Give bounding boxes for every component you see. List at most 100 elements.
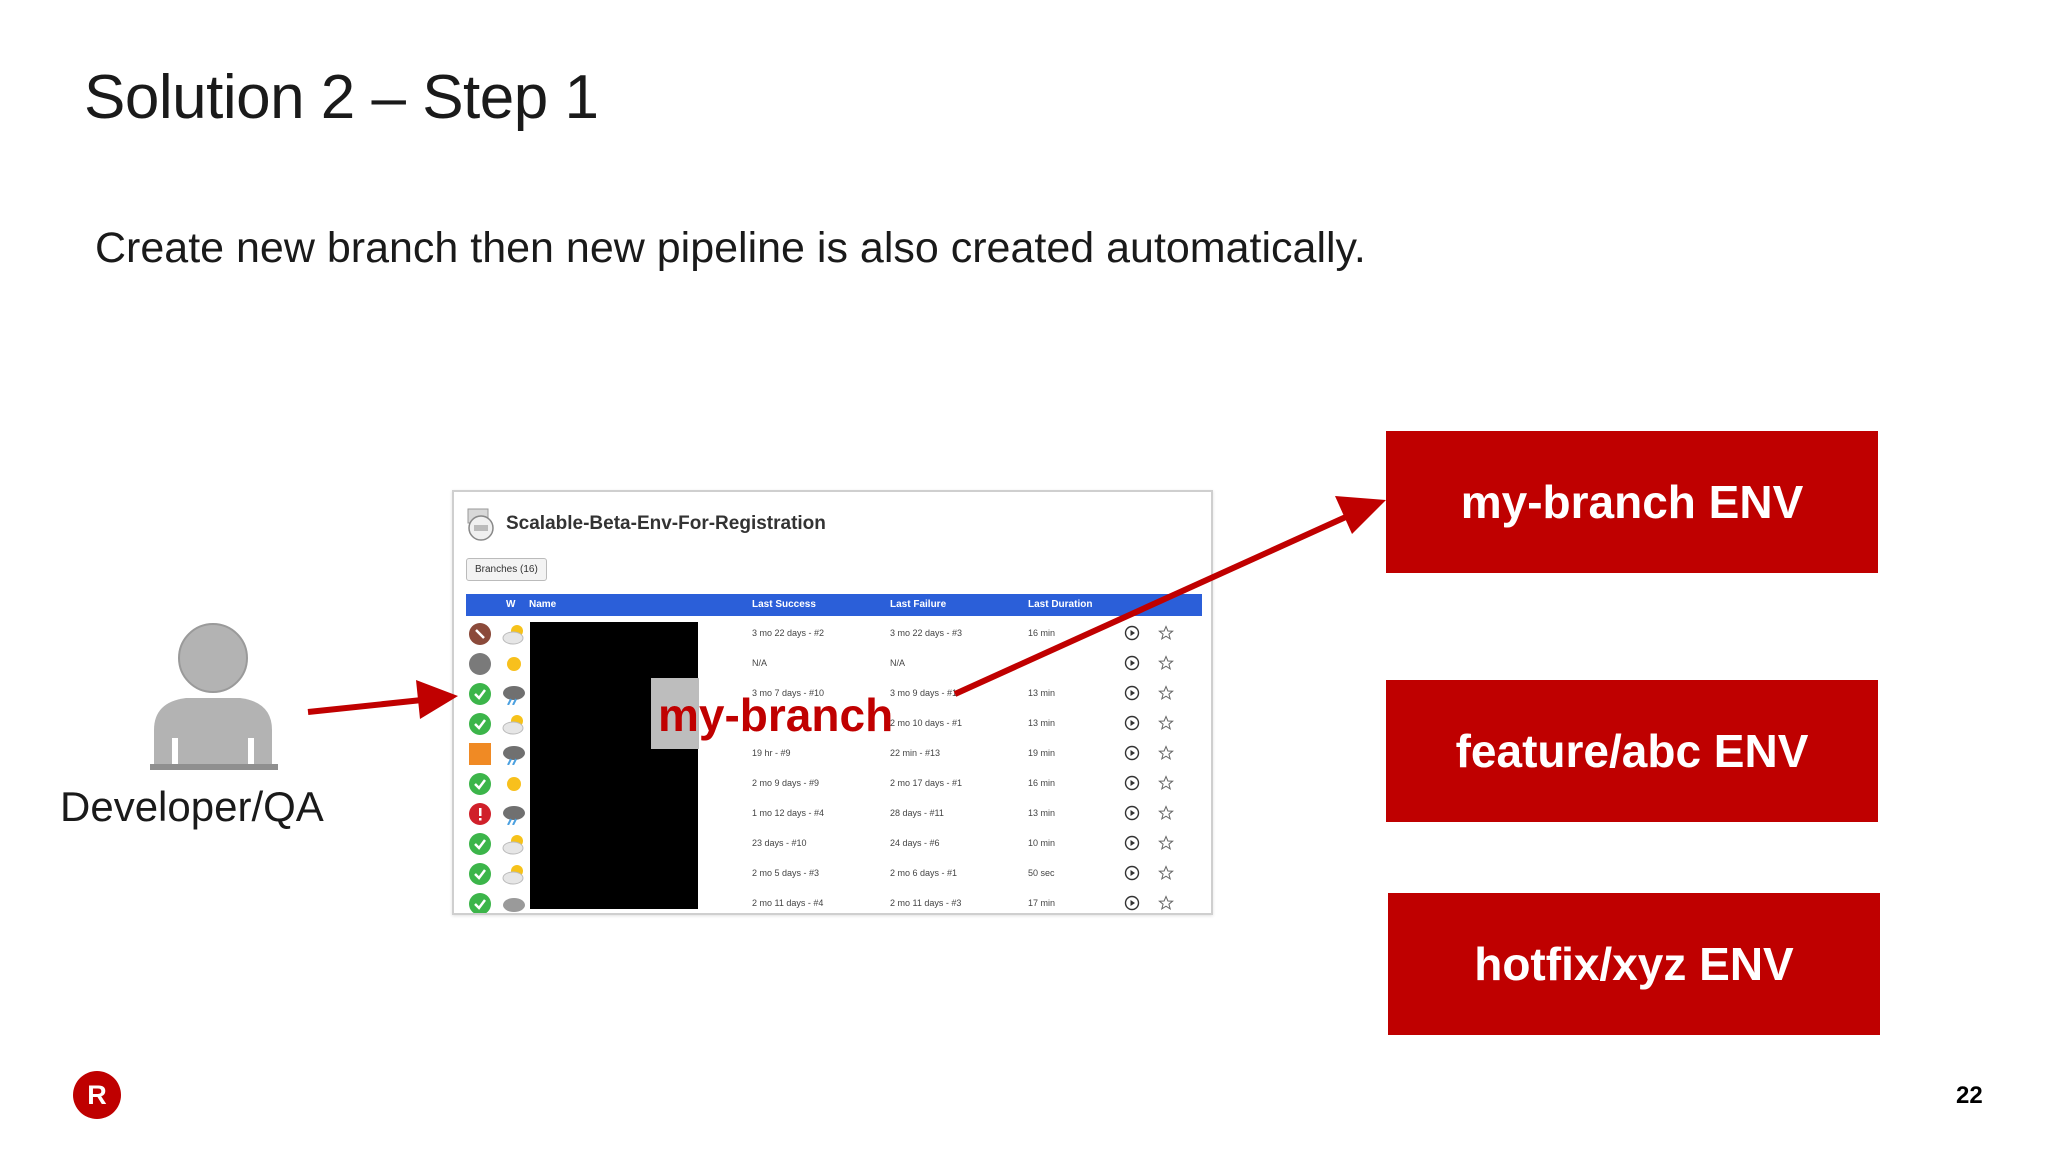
status-success-icon: [469, 683, 491, 705]
table-row[interactable]: 2 mo 9 days - #9 2 mo 17 days - #1 16 min: [466, 768, 1202, 798]
table-row[interactable]: 2 mo 10 days - #1 13 min: [466, 708, 1202, 738]
play-icon[interactable]: [1124, 715, 1140, 731]
play-icon[interactable]: [1124, 835, 1140, 851]
play-icon[interactable]: [1124, 745, 1140, 761]
weather-storm-icon: [503, 686, 525, 705]
play-icon[interactable]: [1124, 685, 1140, 701]
env-box-hotfix-xyz: hotfix/xyz ENV: [1388, 893, 1880, 1035]
status-success-icon: [469, 773, 491, 795]
last-success-cell[interactable]: 3 mo 22 days - #2: [752, 628, 825, 638]
col-last-success[interactable]: Last Success: [752, 599, 816, 610]
weather-partly-cloudy-icon: [502, 835, 524, 855]
last-duration-cell: 10 min: [1028, 838, 1056, 848]
table-row[interactable]: 19 hr - #9 22 min - #13 19 min: [466, 738, 1202, 768]
last-success-cell[interactable]: 3 mo 7 days - #10: [752, 688, 825, 698]
last-duration-cell: 16 min: [1028, 628, 1056, 638]
last-failure-cell[interactable]: 3 mo 9 days - #1: [890, 688, 958, 698]
last-success-cell[interactable]: 2 mo 5 days - #3: [752, 868, 820, 878]
play-icon[interactable]: [1124, 805, 1140, 821]
my-branch-label: my-branch: [658, 689, 894, 741]
play-icon[interactable]: [1124, 865, 1140, 881]
last-duration-cell: 50 sec: [1028, 868, 1055, 878]
star-icon[interactable]: [1158, 655, 1174, 671]
slide-title: Solution 2 – Step 1: [84, 63, 599, 132]
star-icon[interactable]: [1158, 715, 1174, 731]
last-failure-cell[interactable]: 2 mo 10 days - #1: [890, 718, 963, 728]
last-duration-cell: 13 min: [1028, 718, 1056, 728]
weather-partly-cloudy-icon: [502, 625, 524, 645]
status-success-icon: [469, 863, 491, 885]
col-name[interactable]: Name: [529, 599, 557, 610]
pipeline-header: Scalable-Beta-Env-For-Registration: [464, 506, 826, 542]
status-failure-icon: [469, 803, 491, 825]
weather-storm-icon: [503, 746, 525, 765]
star-icon[interactable]: [1158, 775, 1174, 791]
svg-text:R: R: [87, 1080, 107, 1110]
play-icon[interactable]: [1124, 775, 1140, 791]
star-icon[interactable]: [1158, 895, 1174, 911]
highlight-box: [651, 678, 699, 749]
last-failure-cell[interactable]: 2 mo 6 days - #1: [890, 868, 958, 878]
last-failure-cell[interactable]: 3 mo 22 days - #3: [890, 628, 963, 638]
status-disabled-icon: [469, 623, 491, 645]
last-success-cell[interactable]: 23 days - #10: [752, 838, 807, 848]
star-icon[interactable]: [1158, 685, 1174, 701]
actor-label: Developer/QA: [60, 783, 324, 830]
last-success-cell[interactable]: N/A: [752, 658, 768, 668]
branches-tab[interactable]: Branches (16): [466, 558, 547, 581]
last-failure-cell[interactable]: 28 days - #11: [890, 808, 944, 818]
star-icon[interactable]: [1158, 835, 1174, 851]
last-success-cell[interactable]: 2 mo 11 days - #4: [752, 898, 824, 908]
arrow-to-pipeline: [307, 697, 423, 715]
status-success-icon: [469, 713, 491, 735]
last-duration-cell: 13 min: [1028, 808, 1056, 818]
slide-subtitle: Create new branch then new pipeline is a…: [95, 224, 1366, 272]
last-duration-cell: 13 min: [1028, 688, 1056, 698]
weather-sunny-icon: [507, 777, 521, 791]
pipeline-icon: [467, 508, 494, 541]
play-icon[interactable]: [1124, 625, 1140, 641]
status-not-built-icon: [469, 653, 491, 675]
status-success-icon: [469, 833, 491, 855]
redacted-names: [530, 622, 698, 909]
weather-partly-cloudy-icon: [502, 715, 524, 735]
col-w[interactable]: W: [506, 599, 516, 610]
last-failure-cell[interactable]: 22 min - #13: [890, 748, 941, 758]
last-duration-cell: 17 min: [1028, 898, 1056, 908]
weather-storm-icon: [503, 806, 525, 825]
status-success-icon: [469, 893, 491, 913]
env-box-my-branch: my-branch ENV: [1386, 431, 1878, 573]
star-icon[interactable]: [1158, 865, 1174, 881]
last-success-cell[interactable]: 2 mo 9 days - #9: [752, 778, 820, 788]
last-failure-cell[interactable]: 24 days - #6: [890, 838, 940, 848]
last-success-cell[interactable]: 1 mo 12 days - #4: [752, 808, 825, 818]
table-row[interactable]: 2 mo 11 days - #4 2 mo 11 days - #3 17 min: [466, 888, 1202, 913]
star-icon[interactable]: [1158, 745, 1174, 761]
pipeline-title[interactable]: Scalable-Beta-Env-For-Registration: [506, 513, 826, 534]
page-number: 22: [1956, 1082, 1983, 1109]
table-row[interactable]: 2 mo 5 days - #3 2 mo 6 days - #1 50 sec: [466, 858, 1202, 888]
arrow-head-to-env: [1335, 496, 1386, 534]
last-failure-cell[interactable]: N/A: [890, 658, 906, 668]
col-last-duration[interactable]: Last Duration: [1028, 599, 1093, 610]
table-row[interactable]: 23 days - #10 24 days - #6 10 min: [466, 828, 1202, 858]
play-icon[interactable]: [1124, 655, 1140, 671]
last-duration-cell: 16 min: [1028, 778, 1056, 788]
star-icon[interactable]: [1158, 625, 1174, 641]
last-failure-cell[interactable]: 2 mo 11 days - #3: [890, 898, 962, 908]
play-icon[interactable]: [1124, 895, 1140, 911]
weather-sunny-icon: [507, 657, 521, 671]
last-failure-cell[interactable]: 2 mo 17 days - #1: [890, 778, 963, 788]
person-icon: [150, 623, 278, 770]
table-row[interactable]: 1 mo 12 days - #4 28 days - #11 13 min: [466, 798, 1202, 828]
weather-partly-cloudy-icon: [502, 865, 524, 885]
col-last-failure[interactable]: Last Failure: [890, 599, 947, 610]
rakuten-logo-icon: R: [73, 1071, 121, 1119]
last-duration-cell: 19 min: [1028, 748, 1056, 758]
last-success-cell[interactable]: 19 hr - #9: [752, 748, 791, 758]
star-icon[interactable]: [1158, 805, 1174, 821]
table-header: W Name Last Success Last Failure Last Du…: [466, 594, 1202, 616]
weather-cloudy-icon: [503, 898, 525, 912]
status-building-icon: [469, 743, 491, 765]
env-box-feature-abc: feature/abc ENV: [1386, 680, 1878, 822]
